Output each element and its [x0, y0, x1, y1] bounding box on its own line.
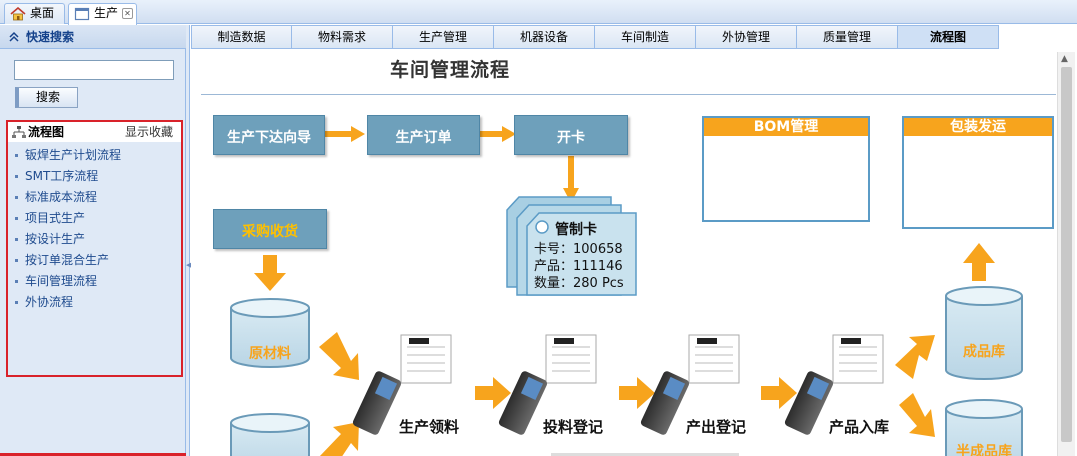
node-production-wizard-label: 生产下达向导 [227, 130, 311, 146]
close-icon[interactable]: ✕ [122, 8, 133, 19]
node-production-order[interactable]: 生产订单 [367, 115, 480, 155]
node-purchase-receipt[interactable]: 采购收货 [213, 209, 327, 249]
arrow-raw-to-pick [319, 332, 359, 380]
control-card-quantity: 数量：280 Pcs [534, 276, 624, 291]
quick-search-title: 快速搜索 [26, 30, 75, 44]
node-purchase-receipt-label: 采购收货 [242, 224, 298, 240]
flowchart-panel: 流程图 显示收藏 钣焊生产计划流程 SMT工序流程 标准成本流程 项目式生产 按… [6, 120, 183, 377]
arrow-pick-to-feed [475, 377, 511, 409]
flow-item-sheet-weld[interactable]: 钣焊生产计划流程 [8, 145, 181, 166]
scanner-device-2 [498, 334, 597, 435]
semi-finished-store [945, 399, 1023, 456]
raw-material-label: 原材料 [249, 346, 291, 362]
semi-finished-label: 半成品库 [956, 444, 1012, 456]
partial-lower-box [551, 453, 739, 456]
raw-material-store [230, 298, 310, 368]
packing-shipping-label: 包装发运 [904, 118, 1052, 136]
module-nav: 制造数据 物料需求 生产管理 机器设备 车间制造 外协管理 质量管理 流程图 [191, 25, 999, 49]
diagram-title: 车间管理流程 [390, 59, 511, 81]
nav-material-requirements[interactable]: 物料需求 [292, 25, 393, 49]
tab-production[interactable]: 生产 ✕ [68, 3, 137, 25]
control-card-number: 卡号：100658 [534, 242, 623, 257]
flow-item-mixed-order[interactable]: 按订单混合生产 [8, 250, 181, 271]
arrow-wizard-to-order [325, 126, 365, 142]
arrow-output-to-stock [761, 377, 797, 409]
node-production-order-label: 生产订单 [395, 130, 452, 146]
nav-workshop-manufacturing[interactable]: 车间制造 [595, 25, 696, 49]
finished-goods-label: 成品库 [963, 344, 1005, 360]
nav-flowchart[interactable]: 流程图 [898, 25, 999, 49]
flow-item-workshop[interactable]: 车间管理流程 [8, 271, 181, 292]
step-feeding-registration: 投料登记 [543, 418, 604, 436]
nav-machine-equipment[interactable]: 机器设备 [494, 25, 595, 49]
nav-production-management[interactable]: 生产管理 [393, 25, 494, 49]
top-tab-bar: 桌面 生产 ✕ [0, 0, 1077, 25]
flow-item-smt[interactable]: SMT工序流程 [8, 166, 181, 187]
search-input[interactable] [14, 60, 174, 80]
arrow-feed-to-output [619, 377, 655, 409]
arrow-to-finished [895, 335, 935, 379]
arrow-to-semi [899, 393, 935, 437]
title-divider [201, 94, 1056, 95]
bom-management-panel[interactable]: BOM管理 [702, 116, 870, 222]
nav-outsource-management[interactable]: 外协管理 [696, 25, 797, 49]
arrow-finished-up [963, 243, 995, 281]
bom-management-label: BOM管理 [704, 118, 868, 136]
scroll-up-icon[interactable]: ▲ [1061, 54, 1068, 64]
raw-material-store-2 [230, 413, 310, 456]
quick-search-header[interactable]: 快速搜索 [0, 25, 186, 49]
flowchart-title: 流程图 [28, 125, 65, 139]
control-card-title: 管制卡 [555, 222, 597, 238]
scroll-thumb[interactable] [1061, 67, 1072, 442]
chevron-double-up-icon [9, 31, 19, 42]
sidebar-splitter[interactable]: ◀ [186, 25, 192, 456]
step-product-stock-in: 产品入库 [829, 418, 890, 436]
step-output-registration: 产出登记 [686, 418, 747, 436]
vertical-scrollbar[interactable]: ▲ [1057, 52, 1075, 456]
nav-manufacturing-data[interactable]: 制造数据 [191, 25, 292, 49]
main-content: 制造数据 物料需求 生产管理 机器设备 车间制造 外协管理 质量管理 流程图 ▲… [191, 25, 1077, 456]
node-production-wizard[interactable]: 生产下达向导 [213, 115, 325, 155]
scanner-device-1 [352, 334, 452, 435]
tree-icon [12, 126, 26, 138]
tab-desktop-label: 桌面 [30, 6, 55, 20]
tab-production-label: 生产 [94, 6, 119, 20]
window-icon [74, 7, 90, 21]
arrow-purchase-down [254, 255, 286, 291]
arrow-order-to-card [480, 126, 516, 142]
flow-item-project[interactable]: 项目式生产 [8, 208, 181, 229]
node-open-card-label: 开卡 [557, 130, 585, 146]
scanner-device-4 [784, 334, 884, 435]
flowchart-list: 钣焊生产计划流程 SMT工序流程 标准成本流程 项目式生产 按设计生产 按订单混… [8, 145, 181, 313]
arrow-raw2-to-pick [319, 422, 359, 456]
tab-desktop[interactable]: 桌面 [4, 3, 65, 24]
show-favorites-link[interactable]: 显示收藏 [124, 125, 173, 139]
node-open-card[interactable]: 开卡 [514, 115, 628, 155]
control-card-stack [506, 196, 637, 296]
collapse-arrow-icon[interactable]: ◀ [186, 261, 192, 269]
flowchart-header: 流程图 显示收藏 [8, 122, 181, 142]
nav-quality-management[interactable]: 质量管理 [797, 25, 898, 49]
home-icon [10, 7, 26, 21]
packing-shipping-panel[interactable]: 包装发运 [902, 116, 1054, 229]
sidebar: 快速搜索 搜索 流程图 显示收藏 钣焊生产计划流程 SMT工序流程 标准成本流程… [0, 25, 186, 456]
finished-goods-store [945, 286, 1023, 380]
flow-item-standard-cost[interactable]: 标准成本流程 [8, 187, 181, 208]
arrow-card-down [563, 156, 579, 203]
step-production-picking: 生产领料 [399, 418, 460, 436]
search-button[interactable]: 搜索 [15, 87, 78, 108]
control-card-product: 产品：111146 [534, 259, 623, 274]
sidebar-next-panel-edge [0, 453, 186, 456]
scanner-device-3 [640, 334, 740, 435]
flow-item-outsource[interactable]: 外协流程 [8, 292, 181, 313]
flow-item-by-design[interactable]: 按设计生产 [8, 229, 181, 250]
